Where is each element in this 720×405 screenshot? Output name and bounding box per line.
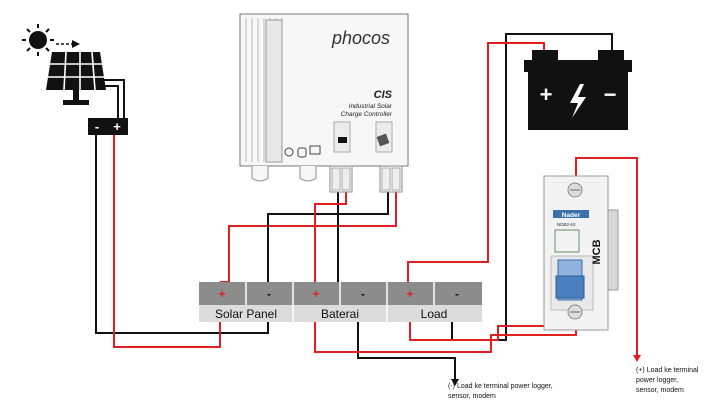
terminal-battery-plus: + <box>312 287 319 301</box>
controller-indicators <box>284 121 393 158</box>
light-sensor-icon <box>284 147 294 157</box>
arrow-positive-load <box>633 355 641 362</box>
annotation-positive-load: (+) Load ke terminal power logger, senso… <box>636 367 699 394</box>
controller-cable-glands <box>251 165 403 193</box>
controller-subtitle-line2: Charge Controller <box>341 111 393 118</box>
battery-icon: + − <box>524 50 632 130</box>
note-positive-line3: sensor, modem <box>636 387 684 394</box>
mcb-toggle <box>555 275 585 299</box>
mcb-model: NDB2-63 <box>557 222 576 227</box>
terminal-label-row <box>199 305 482 322</box>
wire-panel-cable-b <box>104 85 119 118</box>
terminal-group-battery: Baterai <box>321 307 359 321</box>
battery-plus-symbol: + <box>540 82 553 107</box>
battery-minus-symbol: − <box>604 82 617 107</box>
controller-subtitle-line1: Industrial Solar <box>349 103 393 110</box>
terminal-dividers <box>245 282 435 322</box>
note-negative-line1: (-) Load ke terminal power logger, <box>448 383 553 390</box>
terminal-block: + - + - + - Solar Panel Baterai Load <box>199 282 482 322</box>
mcb-brand-badge <box>553 210 589 218</box>
terminal-solar-plus: + <box>218 287 225 301</box>
junction-minus-label: - <box>95 119 99 134</box>
lightning-icon <box>570 84 586 118</box>
dusk-icon <box>309 145 321 155</box>
note-positive-line1: (+) Load ke terminal <box>636 367 699 374</box>
wire-mcb-top <box>575 157 638 355</box>
wire-baterai-negative-out <box>357 305 456 380</box>
terminal-group-solar: Solar Panel <box>215 307 277 321</box>
solar-panel: - + <box>22 24 128 135</box>
terminal-load-minus: - <box>455 287 459 301</box>
wire-baterai-positive-out <box>314 305 577 353</box>
panel-indicator-icon <box>376 133 390 147</box>
terminal-load-plus: + <box>406 287 413 301</box>
panel-junction-box: - + <box>88 118 128 135</box>
solar-panel-icon <box>46 51 106 105</box>
wires <box>95 33 638 380</box>
mcb-breaker: Nader NDB2-63 MCB <box>543 175 619 331</box>
junction-plus-label: + <box>113 119 121 134</box>
terminal-group-load: Load <box>421 307 448 321</box>
wire-ctrl-solar-negative <box>267 192 389 282</box>
wire-load-positive-out <box>409 305 576 341</box>
controller-brand: phocos <box>331 28 390 48</box>
battery-indicator-icon <box>338 137 347 143</box>
wire-battery-plus-top <box>407 42 545 282</box>
bulb-icon <box>297 147 307 158</box>
arrows <box>451 355 641 386</box>
wire-solar-positive <box>113 135 221 348</box>
terminal-solar-minus: - <box>267 287 271 301</box>
arrow-negative-load <box>451 379 459 386</box>
wire-panel-cable-a <box>104 79 125 118</box>
charge-controller: phocos CIS Industrial Solar Charge Contr… <box>239 13 409 193</box>
mcb-side-label: MCB <box>591 239 603 264</box>
note-negative-line2: sensor, modem <box>448 393 496 400</box>
sunlight-arrow-icon <box>56 40 80 48</box>
terminal-battery-minus: - <box>361 287 365 301</box>
note-positive-line2: power logger, <box>636 377 678 384</box>
wire-battery-minus-top <box>451 33 613 341</box>
wire-ctrl-solar-positive <box>220 192 397 283</box>
mcb-brand: Nader <box>562 212 581 219</box>
wire-ctrl-battery-positive <box>314 192 347 282</box>
controller-model: CIS <box>374 89 393 101</box>
annotation-negative-load: (-) Load ke terminal power logger, senso… <box>448 383 553 400</box>
sun-icon <box>22 24 54 56</box>
